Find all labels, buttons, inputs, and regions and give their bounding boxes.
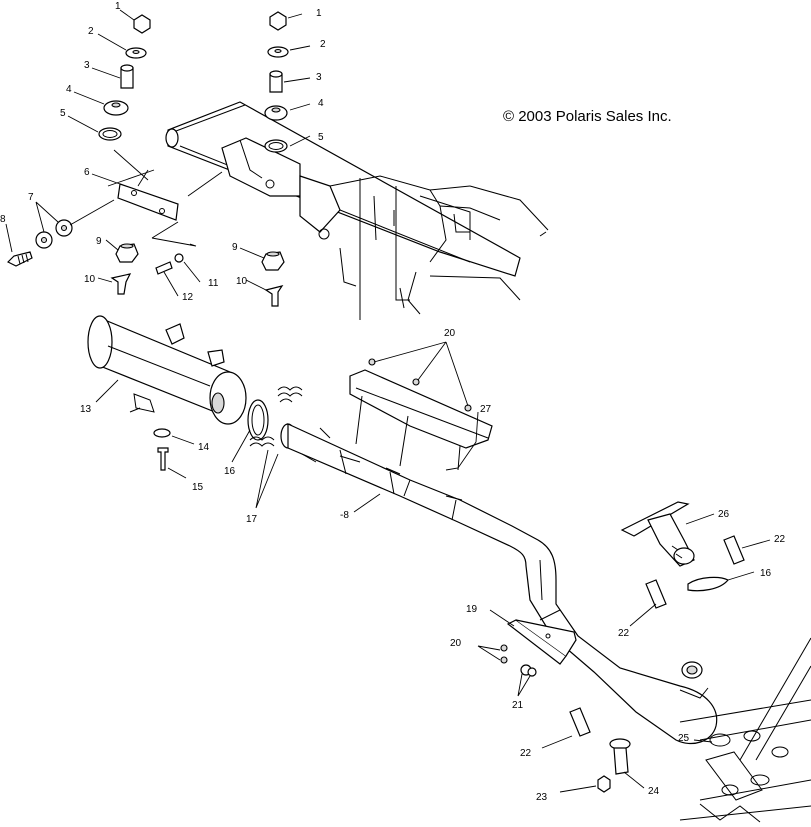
muffler-part-13: [87, 315, 247, 425]
springs-part-17: [249, 386, 303, 447]
callout-26: 26: [718, 509, 730, 520]
spring-part-22a: [723, 535, 745, 565]
callout-19: 19: [466, 604, 478, 615]
nut-part-1: [133, 14, 151, 34]
callout-4-left: 4: [66, 84, 72, 95]
callout-15: 15: [192, 482, 204, 493]
grommet-part-4b: [264, 105, 288, 121]
bolt-part-10b: [264, 285, 284, 307]
bolt-part-24: [609, 738, 631, 775]
callout-10-right: 10: [236, 276, 248, 287]
gasket-part-16: [247, 399, 269, 441]
callout-8-left: 8: [0, 214, 6, 225]
callout-16-right: 16: [760, 568, 772, 579]
callout-10-left: 10: [84, 274, 96, 285]
callout-22-bottom: 22: [520, 748, 532, 759]
callout-25: 25: [678, 733, 690, 744]
callout-2-left: 2: [88, 26, 94, 37]
bolt-part-10: [110, 273, 132, 295]
callout-4-right: 4: [318, 98, 324, 109]
callout-1-left: 1: [115, 1, 121, 12]
callout-16-left: 16: [224, 466, 236, 477]
o-ring-part-5b: [264, 139, 288, 153]
callout-3-right: 3: [316, 72, 322, 83]
frame-crossmember: [165, 101, 549, 320]
gasket-part-16b: [687, 576, 729, 592]
callout-20-bottom: 20: [450, 638, 462, 649]
grommet-part-9: [115, 243, 139, 263]
callout-9-left: 9: [96, 236, 102, 247]
callout-labels: 1 2 3 4 5 6 7 8 9 10 11 12 1 2 3 4 5 9 1…: [0, 1, 786, 803]
nut-part-1b: [269, 11, 287, 31]
screw-part-20b-1: [500, 644, 508, 652]
callout-11: 11: [208, 278, 219, 289]
bolt-part-15: [157, 447, 169, 471]
washer-part-14: [153, 428, 171, 438]
copyright-text: © 2003 Polaris Sales Inc.: [503, 108, 672, 125]
callout-12: 12: [182, 292, 194, 303]
callout-22-mid: 22: [618, 628, 630, 639]
grommet-part-9b: [261, 251, 285, 271]
callout-1-right: 1: [316, 8, 322, 19]
callout-3-left: 3: [84, 60, 90, 71]
bracket-part-19: [506, 619, 577, 665]
bracket-part-6: [117, 183, 179, 221]
callout-5-left: 5: [60, 108, 66, 119]
head-pipe-part-8: [280, 423, 718, 745]
right-hardware-stack: [261, 11, 289, 307]
callout-2-right: 2: [320, 39, 326, 50]
callout-22-right: 22: [774, 534, 786, 545]
callout-20-top: 20: [444, 328, 456, 339]
callout-27: 27: [480, 404, 492, 415]
callout-7: 7: [28, 192, 34, 203]
callout-13: 13: [80, 404, 92, 415]
bolt-part-12: [155, 261, 173, 275]
callout-6: 6: [84, 167, 90, 178]
callout-8-pipe: -8: [340, 510, 349, 521]
callout-5-right: 5: [318, 132, 324, 143]
leader-lines: [5, 9, 771, 793]
grommet-part-4: [103, 100, 129, 116]
callout-9-right: 9: [232, 242, 238, 253]
callout-17: 17: [246, 514, 258, 525]
screw-part-20b-2: [500, 656, 508, 664]
callout-23: 23: [536, 792, 548, 803]
nut-part-23: [597, 775, 611, 793]
spring-part-22b: [645, 579, 667, 609]
washer-part-21b: [527, 667, 537, 677]
callout-14: 14: [198, 442, 210, 453]
spring-part-22c: [569, 707, 591, 737]
callout-21: 21: [512, 700, 524, 711]
o-ring-part-5: [98, 127, 122, 141]
footwell-part-25: [679, 637, 811, 823]
callout-24: 24: [648, 786, 660, 797]
washer-part-11: [174, 253, 184, 263]
bracket-part-26: [620, 501, 695, 567]
left-hardware-stack: [6, 14, 223, 295]
